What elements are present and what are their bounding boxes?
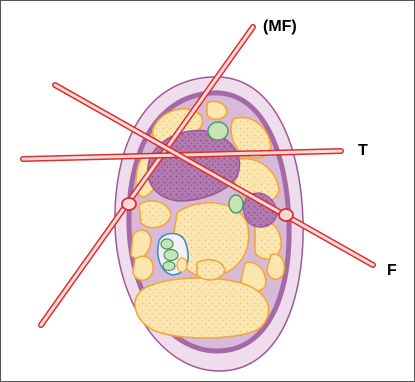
- vessel-anterior: [208, 122, 228, 140]
- label-mf: (MF): [263, 19, 297, 35]
- muscle-medial-4: [133, 256, 153, 280]
- label-t: T: [358, 143, 368, 159]
- neurovascular-bundle: [158, 234, 188, 276]
- marker-left: [122, 198, 136, 210]
- label-f: F: [387, 263, 397, 279]
- marker-right: [279, 209, 293, 221]
- vessel-lateral: [229, 195, 243, 213]
